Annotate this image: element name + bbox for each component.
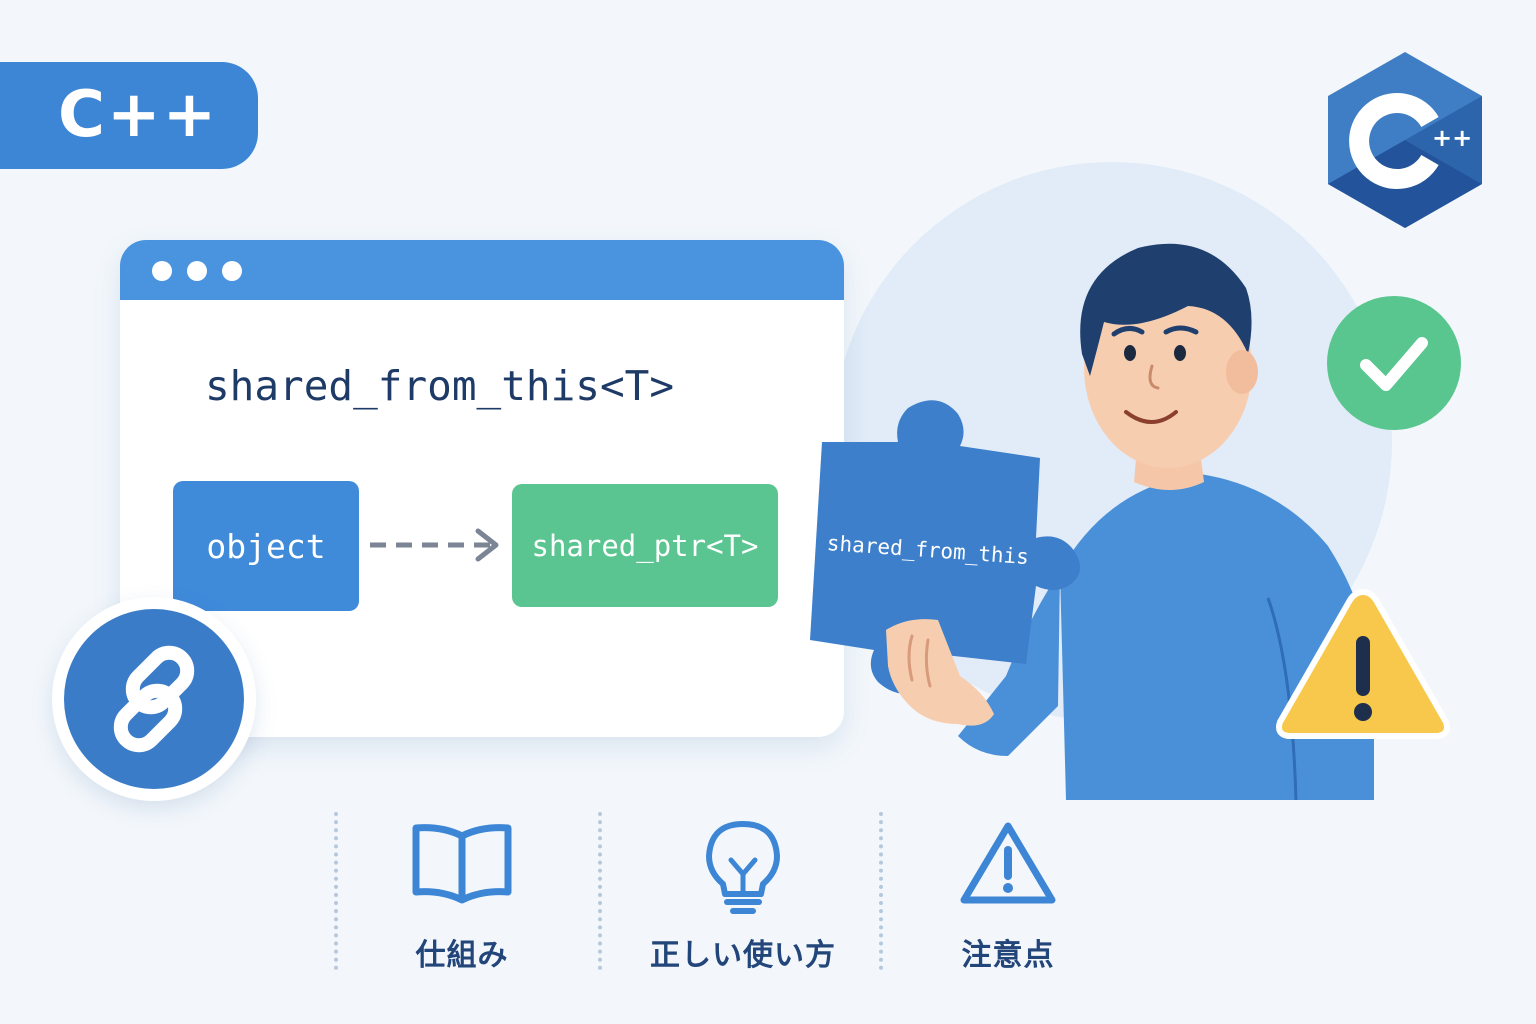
separator bbox=[334, 812, 338, 970]
window-dot bbox=[152, 261, 172, 281]
dashed-arrow-icon bbox=[370, 528, 499, 562]
code-text: shared_from_this<T> bbox=[205, 362, 674, 410]
window-dot bbox=[222, 261, 242, 281]
open-book-icon bbox=[412, 824, 512, 904]
separator bbox=[598, 812, 602, 970]
svg-text:++: ++ bbox=[1432, 124, 1472, 152]
warning-icon bbox=[960, 822, 1056, 904]
window-dot bbox=[187, 261, 207, 281]
warning-triangle-icon bbox=[1276, 588, 1450, 739]
shared-ptr-box: shared_ptr<T> bbox=[512, 484, 778, 607]
cpp-tag: C++ bbox=[0, 62, 258, 169]
lightbulb-icon bbox=[706, 821, 780, 914]
feature-label: 正しい使い方 bbox=[650, 938, 836, 973]
feature-label: 注意点 bbox=[961, 938, 1055, 973]
checkmark-icon bbox=[1360, 337, 1428, 391]
link-badge-inner bbox=[64, 609, 244, 789]
link-badge bbox=[52, 597, 256, 801]
check-badge bbox=[1327, 296, 1461, 430]
cpp-logo-icon: ++ bbox=[1328, 52, 1482, 228]
separator bbox=[879, 812, 883, 970]
chain-link-icon bbox=[113, 645, 195, 753]
object-box: object bbox=[173, 481, 359, 611]
feature-label: 仕組み bbox=[415, 938, 509, 973]
